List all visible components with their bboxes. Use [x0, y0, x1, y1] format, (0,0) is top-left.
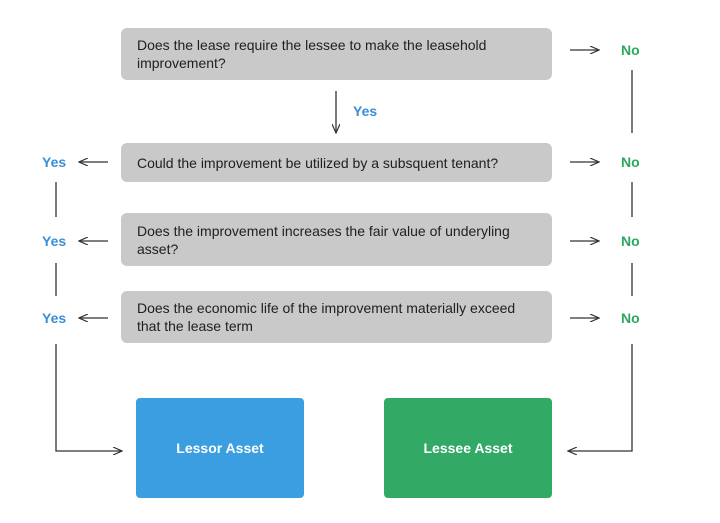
- yes-label-q1: Yes: [353, 103, 378, 119]
- lessor-asset-box: Lessor Asset: [136, 398, 304, 498]
- yes-label-q3: Yes: [42, 233, 67, 249]
- no-label-q2: No: [621, 154, 640, 170]
- question-box-4: Does the economic life of the improvemen…: [121, 291, 552, 343]
- yes-path-to-lessor: [55, 344, 122, 451]
- question-text-1: Does the lease require the lessee to mak…: [137, 37, 487, 71]
- yes-label-q4: Yes: [42, 310, 67, 326]
- question-box-2: Could the improvement be utilized by a s…: [121, 143, 552, 182]
- yes-label-q2: Yes: [42, 154, 67, 170]
- lessor-asset-label: Lessor Asset: [176, 440, 264, 456]
- lessee-asset-label: Lessee Asset: [423, 440, 513, 456]
- question-box-3: Does the improvement increases the fair …: [121, 213, 552, 266]
- no-path-to-lessee: [568, 344, 633, 451]
- question-text-3: Does the improvement increases the fair …: [137, 222, 510, 257]
- question-text-2: Could the improvement be utilized by a s…: [137, 154, 499, 171]
- no-label-q1: No: [621, 42, 640, 58]
- question-text-4: Does the economic life of the improvemen…: [137, 300, 516, 334]
- no-label-q3: No: [621, 233, 640, 249]
- question-box-1: Does the lease require the lessee to mak…: [121, 28, 552, 80]
- lessee-asset-box: Lessee Asset: [384, 398, 552, 498]
- no-label-q4: No: [621, 310, 640, 326]
